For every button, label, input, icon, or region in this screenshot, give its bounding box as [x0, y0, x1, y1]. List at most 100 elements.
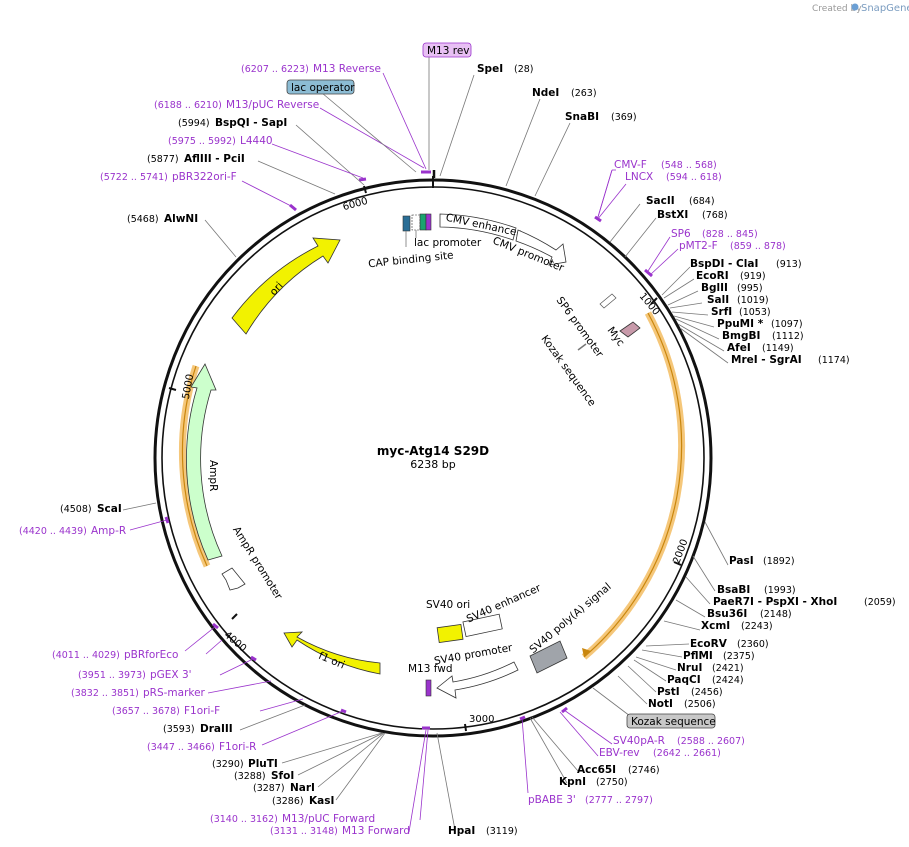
- enzyme-name[interactable]: NdeI: [532, 87, 559, 99]
- ampr-promoter-feature[interactable]: [221, 567, 246, 591]
- primer-name[interactable]: F1ori-F: [184, 705, 220, 717]
- enzyme-name[interactable]: NarI: [290, 782, 315, 794]
- primer-name[interactable]: pMT2-F: [679, 240, 718, 252]
- enzyme-name[interactable]: PpuMI *: [717, 318, 764, 330]
- sv40-polya-feature[interactable]: [529, 640, 568, 674]
- enzyme-name[interactable]: SfoI: [271, 770, 294, 782]
- credit-brand[interactable]: SnapGene: [861, 3, 909, 14]
- m13-rev-feature[interactable]: [425, 213, 432, 231]
- primer-name[interactable]: EBV-rev: [599, 747, 640, 759]
- m13-fwd-feature[interactable]: [425, 679, 432, 697]
- enzyme-name[interactable]: AlwNI: [164, 213, 198, 225]
- enzyme-name[interactable]: KpnI: [559, 776, 586, 788]
- enzyme-pos: (1149): [762, 343, 794, 354]
- enzyme-pos: (3119): [486, 826, 518, 837]
- enzyme-name[interactable]: DraIII: [200, 723, 233, 735]
- primer-name[interactable]: L4440: [240, 135, 273, 147]
- enzyme-pos: (2059): [864, 597, 896, 608]
- enzyme-name[interactable]: PaqCI: [667, 674, 701, 686]
- enzyme-name[interactable]: BstXI: [657, 209, 688, 221]
- enzyme-name[interactable]: SalI: [707, 294, 729, 306]
- lac-operator-box-label: lac operator: [291, 82, 355, 94]
- primer-name[interactable]: SV40pA-R: [613, 735, 665, 747]
- enzyme-name[interactable]: HpaI: [448, 825, 475, 837]
- primer-name[interactable]: M13 Forward: [342, 825, 410, 837]
- enzyme-name[interactable]: ScaI: [97, 503, 122, 515]
- enzyme-name[interactable]: BsaBI: [717, 584, 750, 596]
- enzyme-name[interactable]: BspDI - ClaI: [690, 258, 758, 270]
- enzyme-name[interactable]: EcoRI: [696, 270, 729, 282]
- primer-name[interactable]: pBABE 3': [528, 794, 576, 806]
- primer-name[interactable]: pBR322ori-F: [172, 171, 237, 183]
- lac-promoter-label: lac promoter: [414, 237, 482, 249]
- enzyme-name[interactable]: PaeR7I - PspXI - XhoI: [713, 596, 837, 608]
- enzyme-name[interactable]: SpeI: [477, 63, 503, 75]
- enzyme-name[interactable]: SnaBI: [565, 111, 599, 123]
- enzyme-pos: (2360): [737, 639, 769, 650]
- enzyme-pos: (3287): [253, 783, 285, 794]
- myc-feature[interactable]: [619, 321, 641, 338]
- enzyme-pos: (2375): [723, 651, 755, 662]
- enzyme-pos: (1097): [771, 319, 803, 330]
- enzyme-name[interactable]: SacII: [646, 195, 675, 207]
- enzyme-pos: (768): [702, 210, 728, 221]
- enzyme-labels: SpeI(28) NdeI(263) SnaBI(369) SacII(684)…: [60, 63, 896, 837]
- enzyme-name[interactable]: KasI: [309, 795, 334, 807]
- primer-name[interactable]: M13 Reverse: [313, 63, 381, 75]
- enzyme-pos: (995): [737, 283, 763, 294]
- lac-operator-feature[interactable]: [419, 213, 427, 231]
- lac-operator-box[interactable]: [286, 79, 355, 95]
- primer-name[interactable]: M13/pUC Forward: [282, 813, 375, 825]
- sv40-promoter-feature[interactable]: [436, 661, 519, 699]
- enzyme-name[interactable]: PasI: [729, 555, 754, 567]
- enzyme-name[interactable]: PluTI: [248, 758, 278, 770]
- primer-name[interactable]: Amp-R: [91, 525, 126, 537]
- primer-name[interactable]: pBRforEco: [124, 649, 178, 661]
- enzyme-name[interactable]: PstI: [657, 686, 680, 698]
- enzyme-name[interactable]: BmgBI: [722, 330, 760, 342]
- enzyme-name[interactable]: BglII: [701, 282, 728, 294]
- ampr-feature[interactable]: [186, 363, 223, 561]
- lac-promoter-feature[interactable]: [411, 214, 421, 231]
- primer-name[interactable]: F1ori-R: [219, 741, 256, 753]
- kozak-seq-feature[interactable]: [577, 343, 587, 351]
- cmv-enhancer-feature[interactable]: [439, 213, 517, 241]
- enzyme-name[interactable]: AfeI: [727, 342, 751, 354]
- primer-range: (828 .. 845): [702, 229, 758, 240]
- enzyme-pos: (919): [740, 271, 766, 282]
- primer-name[interactable]: SP6: [671, 228, 691, 240]
- enzyme-name[interactable]: XcmI: [701, 620, 730, 632]
- m13-fwd-label: M13 fwd: [408, 663, 453, 675]
- enzyme-name[interactable]: SrfI: [711, 306, 732, 318]
- enzyme-name[interactable]: PflMI: [683, 650, 713, 662]
- f1ori-feature[interactable]: [283, 631, 381, 675]
- cmv-promoter-feature[interactable]: [515, 229, 567, 266]
- primer-name[interactable]: LNCX: [625, 171, 653, 183]
- enzyme-name[interactable]: AflIII - PciI: [184, 153, 245, 165]
- enzyme-name[interactable]: NruI: [677, 662, 702, 674]
- enzyme-pos: (3286): [272, 796, 304, 807]
- kozak-box[interactable]: [626, 713, 716, 729]
- sv40-ori-feature[interactable]: [436, 623, 464, 644]
- primer-leader-lines: [129, 72, 679, 833]
- enzyme-name[interactable]: NotI: [648, 698, 673, 710]
- enzyme-name[interactable]: EcoRV: [690, 638, 728, 650]
- primer-name[interactable]: pGEX 3': [150, 669, 192, 681]
- primer-name[interactable]: CMV-F: [614, 159, 647, 171]
- primer-name[interactable]: M13/pUC Reverse: [226, 99, 319, 111]
- enzyme-name[interactable]: BspQI - SapI: [215, 117, 287, 129]
- sv40-enhancer-feature[interactable]: [462, 613, 503, 638]
- enzyme-pos: (5994): [178, 118, 210, 129]
- ampr-arc-line: [181, 365, 208, 567]
- primer-name[interactable]: pRS-marker: [143, 687, 206, 699]
- enzyme-name[interactable]: Acc65I: [577, 764, 616, 776]
- m13rev-box[interactable]: [422, 42, 472, 58]
- sp6-promoter-feature[interactable]: [599, 293, 617, 309]
- enzyme-name[interactable]: Bsu36I: [707, 608, 747, 620]
- ori-feature[interactable]: [231, 237, 341, 335]
- enzyme-name[interactable]: MreI - SgrAI: [731, 354, 802, 366]
- enzyme-pos: (2750): [596, 777, 628, 788]
- enzyme-pos: (3288): [234, 771, 266, 782]
- cap-site-feature[interactable]: [402, 215, 411, 232]
